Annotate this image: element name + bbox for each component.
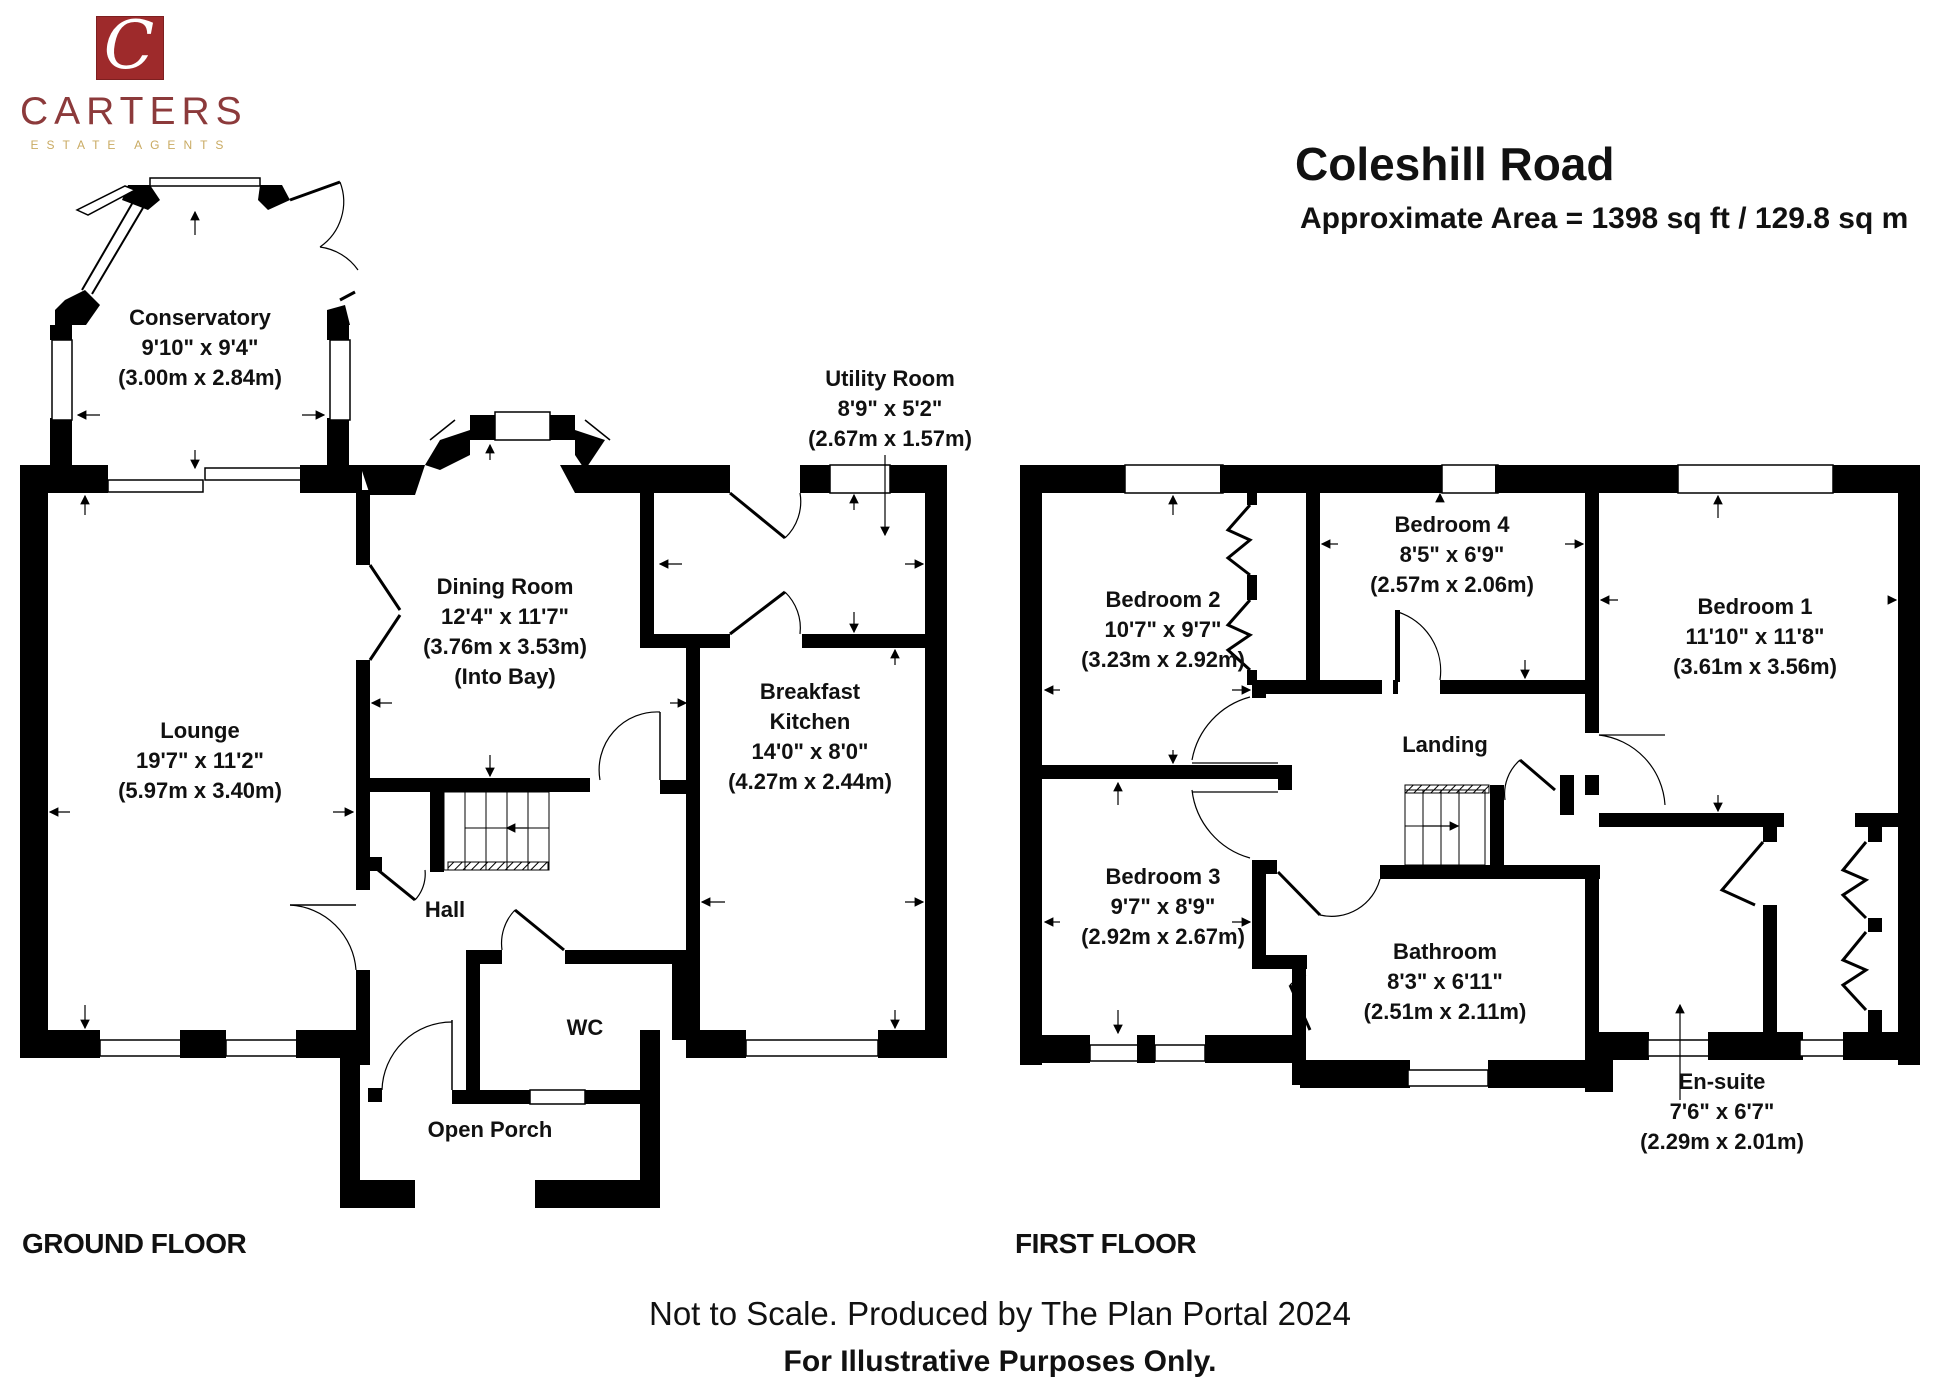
room-name: Bedroom 1 bbox=[1697, 594, 1813, 619]
room-name: Hall bbox=[424, 897, 466, 922]
room-label-lounge: Lounge 19'7" x 11'2" (5.97m x 3.40m) bbox=[118, 716, 282, 806]
logo-letter: C bbox=[103, 7, 155, 84]
room-label-bedroom-3: Bedroom 3 9'7" x 8'9" (2.92m x 2.67m) bbox=[1081, 862, 1245, 952]
room-name: Bathroom bbox=[1393, 939, 1497, 964]
room-name: Bedroom 3 bbox=[1105, 864, 1221, 889]
room-metric: (2.51m x 2.11m) bbox=[1363, 999, 1527, 1024]
room-imperial: 8'3" x 6'11" bbox=[1387, 969, 1503, 994]
room-name: Utility Room bbox=[825, 366, 955, 391]
room-label-hall: Hall bbox=[425, 895, 465, 925]
room-name: Breakfast Kitchen bbox=[759, 679, 861, 734]
room-imperial: 10'7" x 9'7" bbox=[1104, 617, 1222, 642]
room-imperial: 11'10" x 11'8" bbox=[1685, 624, 1825, 649]
room-imperial: 9'10" x 9'4" bbox=[141, 335, 259, 360]
room-imperial: 8'9" x 5'2" bbox=[837, 396, 943, 421]
room-name: Conservatory bbox=[129, 305, 271, 330]
room-label-en-suite: En-suite 7'6" x 6'7" (2.29m x 2.01m) bbox=[1640, 1067, 1804, 1157]
ground-floor-dimension-arrows bbox=[48, 210, 925, 1030]
room-metric: (4.27m x 2.44m) bbox=[728, 769, 892, 794]
room-label-wc: WC bbox=[567, 1013, 604, 1043]
property-title: Coleshill Road bbox=[1295, 138, 1615, 190]
ground-floor-label: GROUND FLOOR bbox=[22, 1228, 247, 1259]
room-label-utility-room: Utility Room 8'9" x 5'2" (2.67m x 1.57m) bbox=[808, 364, 972, 454]
room-name: Bedroom 2 bbox=[1105, 587, 1221, 612]
room-note: (Into Bay) bbox=[454, 664, 556, 689]
conservatory-walls bbox=[50, 177, 351, 468]
room-label-dining-room: Dining Room 12'4" x 11'7" (3.76m x 3.53m… bbox=[423, 572, 587, 692]
room-imperial: 7'6" x 6'7" bbox=[1669, 1099, 1775, 1124]
brand-name: CARTERS bbox=[20, 90, 248, 133]
room-label-conservatory: Conservatory 9'10" x 9'4" (3.00m x 2.84m… bbox=[118, 303, 282, 393]
room-metric: (3.61m x 3.56m) bbox=[1673, 654, 1837, 679]
room-metric: (2.92m x 2.67m) bbox=[1081, 924, 1245, 949]
room-label-breakfast-kitchen: Breakfast Kitchen 14'0" x 8'0" (4.27m x … bbox=[728, 677, 892, 797]
room-metric: (3.00m x 2.84m) bbox=[118, 365, 282, 390]
ground-floor-plan bbox=[20, 177, 947, 1208]
room-name: Bedroom 4 bbox=[1394, 512, 1510, 537]
scale-disclaimer: Not to Scale. Produced by The Plan Porta… bbox=[649, 1295, 1351, 1332]
room-label-bedroom-1: Bedroom 1 11'10" x 11'8" (3.61m x 3.56m) bbox=[1673, 592, 1837, 682]
room-label-bedroom-2: Bedroom 2 10'7" x 9'7" (3.23m x 2.92m) bbox=[1081, 585, 1245, 675]
room-label-landing: Landing bbox=[1402, 730, 1488, 760]
room-label-bedroom-4: Bedroom 4 8'5" x 6'9" (2.57m x 2.06m) bbox=[1370, 510, 1534, 600]
room-imperial: 19'7" x 11'2" bbox=[136, 748, 264, 773]
room-metric: (2.29m x 2.01m) bbox=[1640, 1129, 1804, 1154]
approximate-area: Approximate Area = 1398 sq ft / 129.8 sq… bbox=[1300, 202, 1909, 235]
room-metric: (2.57m x 2.06m) bbox=[1370, 572, 1534, 597]
room-label-bathroom: Bathroom 8'3" x 6'11" (2.51m x 2.11m) bbox=[1364, 937, 1527, 1027]
first-floor-label: FIRST FLOOR bbox=[1015, 1228, 1197, 1259]
room-imperial: 8'5" x 6'9" bbox=[1399, 542, 1505, 567]
room-metric: (5.97m x 3.40m) bbox=[118, 778, 282, 803]
room-imperial: 12'4" x 11'7" bbox=[441, 604, 569, 629]
room-imperial: 14'0" x 8'0" bbox=[751, 739, 869, 764]
first-floor-plan bbox=[1020, 464, 1920, 1092]
room-imperial: 9'7" x 8'9" bbox=[1110, 894, 1216, 919]
brand-tagline: ESTATE AGENTS bbox=[30, 138, 232, 152]
illustrative-notice: For Illustrative Purposes Only. bbox=[783, 1345, 1217, 1378]
room-metric: (3.23m x 2.92m) bbox=[1081, 647, 1245, 672]
logo-mark bbox=[96, 16, 164, 80]
first-floor-dimension-arrows bbox=[1043, 492, 1898, 1100]
room-name: Landing bbox=[1402, 732, 1488, 757]
room-name: Open Porch bbox=[427, 1117, 553, 1142]
room-metric: (3.76m x 3.53m) bbox=[423, 634, 587, 659]
room-name: En-suite bbox=[1678, 1069, 1766, 1094]
room-label-open-porch: Open Porch bbox=[428, 1115, 553, 1145]
room-name: WC bbox=[566, 1015, 604, 1040]
room-name: Dining Room bbox=[436, 574, 574, 599]
room-name: Lounge bbox=[160, 718, 240, 743]
room-metric: (2.67m x 1.57m) bbox=[808, 426, 972, 451]
